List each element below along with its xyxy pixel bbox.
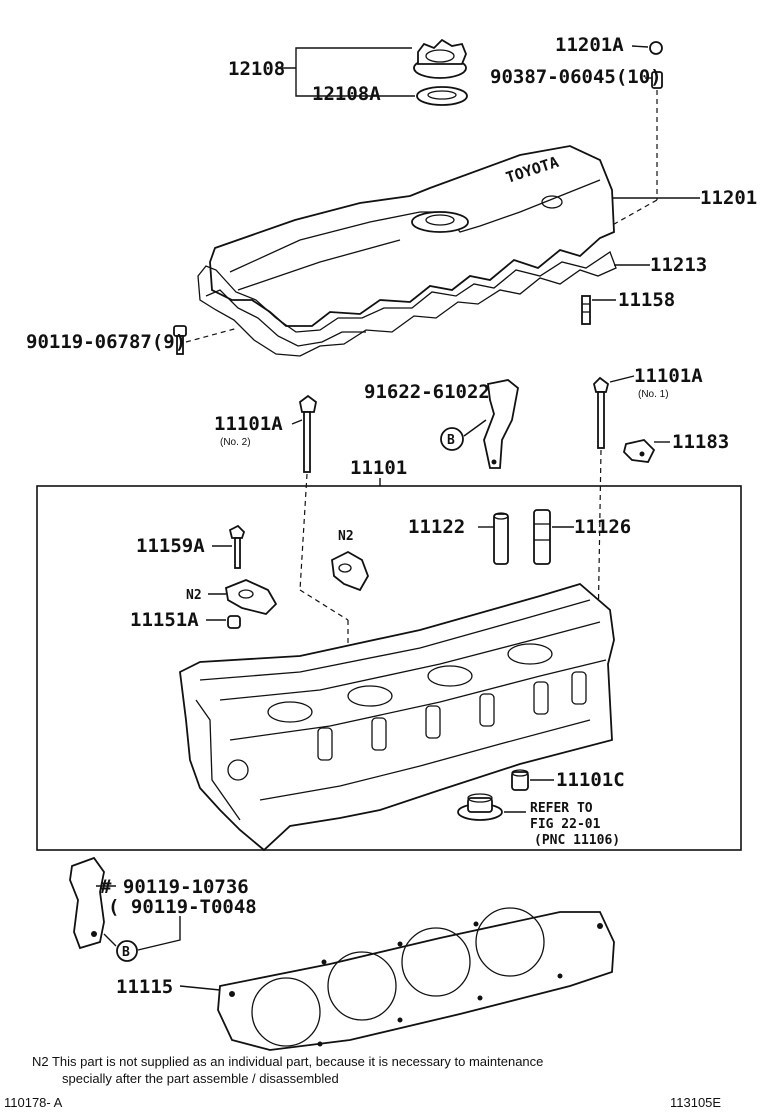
label-11122: 11122 (408, 516, 465, 538)
footer-left-code: 110178- A (4, 1095, 63, 1110)
label-11126: 11126 (574, 516, 631, 538)
head-bolt-no1[interactable] (593, 376, 610, 449)
grommet-90387[interactable] (651, 71, 663, 89)
cylinder-head-cover[interactable]: TOYOTA (209, 145, 615, 327)
label-11101c: 11101C (556, 769, 625, 791)
label-90119-06787: 90119-06787(9) (26, 331, 186, 353)
bracket-90119[interactable] (69, 856, 105, 950)
leader-11201a (631, 45, 649, 48)
label-90387: 90387-06045(10) (490, 66, 662, 88)
clip-11183[interactable] (623, 439, 656, 463)
seal-refer-part[interactable] (457, 793, 503, 821)
callout-b-top: B (440, 427, 464, 451)
footnote-line2: specially after the part assemble / disa… (62, 1071, 339, 1086)
bolt-11159a[interactable] (228, 524, 246, 569)
svg-text:B: B (122, 945, 130, 960)
label-no1: (No. 1) (638, 389, 669, 400)
plug-11101c[interactable] (511, 769, 529, 791)
engine-hanger[interactable] (483, 379, 519, 469)
label-n2-top: N2 (338, 529, 354, 544)
label-11201: 11201 (700, 187, 757, 209)
pin-11151a[interactable] (227, 615, 241, 629)
label-refer-to: REFER TO (530, 801, 593, 816)
cylinder-head[interactable] (179, 582, 615, 852)
cylinder-head-subassy-box (36, 485, 742, 851)
stud-11158[interactable] (581, 295, 591, 325)
label-11101: 11101 (350, 457, 407, 479)
label-11213: 11213 (650, 254, 707, 276)
label-12108: 12108 (228, 58, 285, 80)
cover-gasket[interactable] (197, 251, 617, 357)
bearing-cap-n2-left[interactable] (224, 579, 278, 615)
label-11101a-no2: 11101A (214, 413, 283, 435)
label-11158: 11158 (618, 289, 675, 311)
oil-filler-cap[interactable] (413, 38, 467, 79)
cylinder-head-gasket[interactable] (217, 907, 615, 1051)
head-bolt-no2[interactable] (299, 394, 317, 473)
valve-seal-11126[interactable] (533, 509, 551, 565)
label-11183: 11183 (672, 431, 729, 453)
oil-filler-gasket[interactable] (416, 86, 468, 106)
label-11101a-no1: 11101A (634, 365, 703, 387)
label-12108a: 12108A (312, 83, 381, 105)
label-90119-t0048: ( 90119-T0048 (108, 896, 257, 918)
label-91622-61022: 91622-61022 (364, 381, 490, 403)
label-11201a: 11201A (555, 34, 624, 56)
label-90119-10736: # 90119-10736 (100, 876, 249, 898)
valve-guide-11122[interactable] (493, 512, 509, 565)
label-refer-pnc: (PNC 11106) (534, 833, 620, 848)
bolt-90119-06787[interactable] (173, 325, 187, 355)
footer-right-code: 113105E (670, 1095, 721, 1110)
label-no2: (No. 2) (220, 437, 251, 448)
svg-text:B: B (447, 433, 455, 448)
label-11151a: 11151A (130, 609, 199, 631)
nut-11201a[interactable] (649, 41, 663, 55)
bearing-cap-n2-right[interactable] (331, 550, 369, 592)
label-refer-fig: FIG 22-01 (530, 817, 601, 832)
footnote-line1: N2 This part is not supplied as an indiv… (32, 1054, 543, 1069)
label-n2-left: N2 (186, 588, 202, 603)
label-11115: 11115 (116, 976, 173, 998)
leader-12108 (282, 47, 415, 97)
callout-b-bottom: B (116, 940, 138, 962)
label-11159a: 11159A (136, 535, 205, 557)
